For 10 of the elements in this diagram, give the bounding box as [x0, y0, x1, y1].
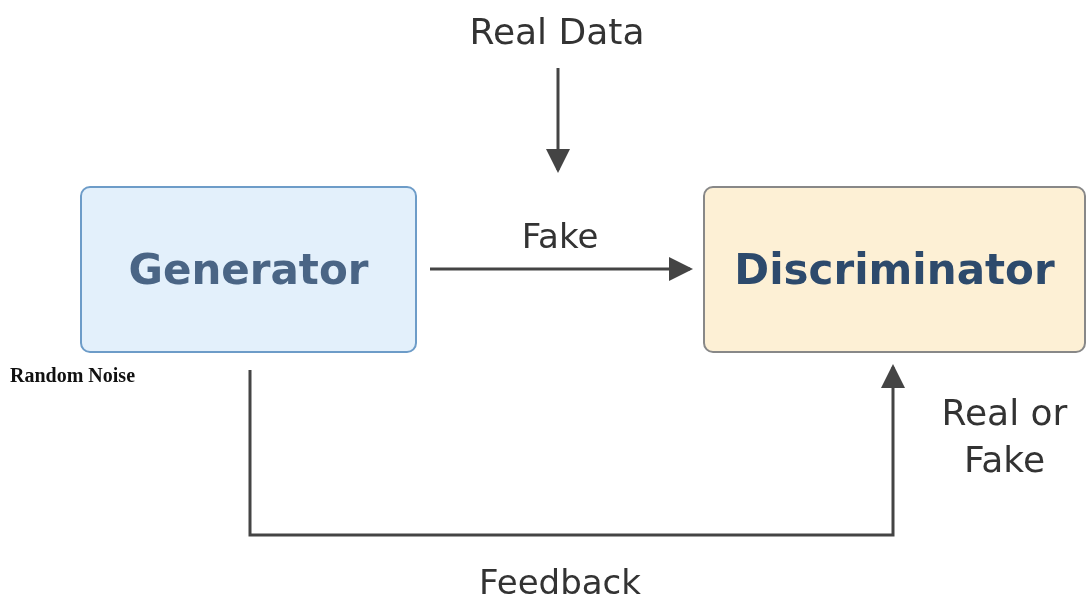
arrow: [430, 257, 693, 281]
arrow: [546, 68, 570, 173]
arrow: [248, 364, 905, 537]
input-label: Random Noise: [10, 364, 136, 387]
process-box: [80, 186, 417, 353]
node-label: Real Data: [469, 10, 645, 52]
box-title: Generator: [128, 245, 369, 294]
output-label: Real or Fake: [940, 391, 1069, 482]
box-title: Discriminator: [734, 245, 1055, 294]
process-box: [703, 186, 1086, 353]
